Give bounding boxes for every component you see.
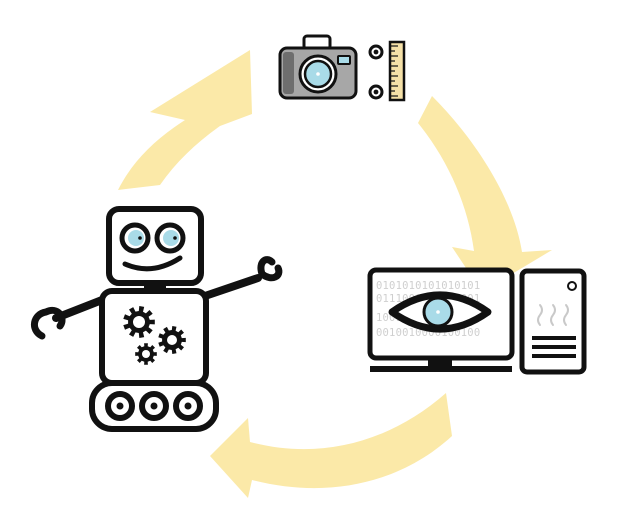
camera-icon [278, 34, 358, 100]
binary-line: 0101010101010101 [376, 280, 480, 292]
robot-mouth [122, 255, 183, 272]
robot-eyes [119, 222, 186, 254]
eye-icon [388, 291, 492, 333]
robot-icon [31, 206, 283, 432]
robot-left-arm [31, 296, 106, 340]
cycle-arrow-computer-to-robot [210, 393, 452, 498]
vent-icon [532, 336, 576, 358]
calibration-marker-icon [368, 44, 384, 100]
computer-monitor-icon: 0101010101010101 0111000010101001 100110… [367, 267, 515, 372]
heat-icon [537, 304, 569, 326]
gear-icon [123, 306, 186, 365]
robot-right-arm [201, 256, 283, 300]
ruler-icon [368, 40, 406, 102]
cycle-arrows [118, 50, 552, 498]
cycle-arrow-camera-to-computer [418, 96, 552, 292]
robot-tracks [89, 380, 219, 432]
robot-torso [99, 288, 209, 386]
computer-tower-icon [519, 268, 587, 375]
cycle-arrow-robot-to-camera [118, 50, 252, 190]
